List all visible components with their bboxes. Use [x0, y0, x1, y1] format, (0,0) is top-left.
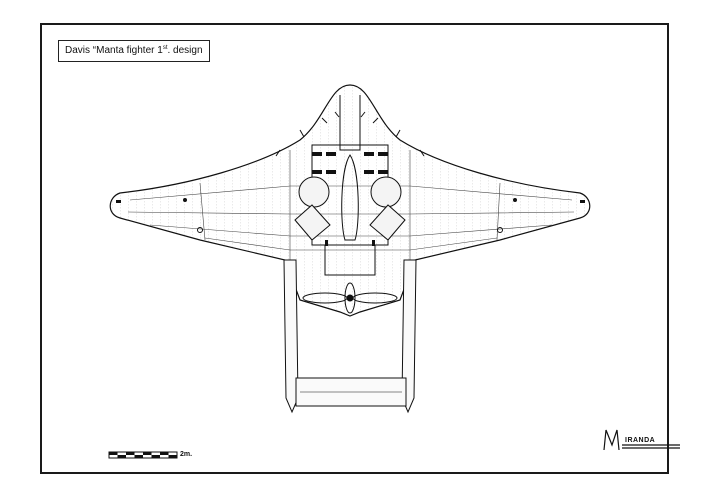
wing-outline: [109, 84, 591, 317]
title-suffix: . design: [167, 45, 203, 56]
wingtip-details: [116, 198, 585, 233]
pusher-propeller: [302, 282, 398, 314]
scale-bar-label: 2m.: [180, 451, 193, 458]
title-superscript: st: [162, 45, 168, 51]
leading-edge-slots: [275, 111, 425, 157]
logo-text: IRANDA: [625, 437, 656, 444]
title-prefix: Davis “Manta fighter 1: [65, 45, 163, 56]
wing-panel-lines: [127, 150, 575, 278]
scale-bar: [108, 451, 178, 459]
tail-booms: [283, 259, 417, 414]
miranda-logo-mark: [603, 429, 680, 451]
horizontal-tail: [295, 377, 407, 407]
engine-cowlings: [294, 176, 406, 241]
cockpit-hatches: [312, 152, 388, 246]
drawing-title: Davis “Manta fighter 1st. design: [58, 40, 210, 62]
